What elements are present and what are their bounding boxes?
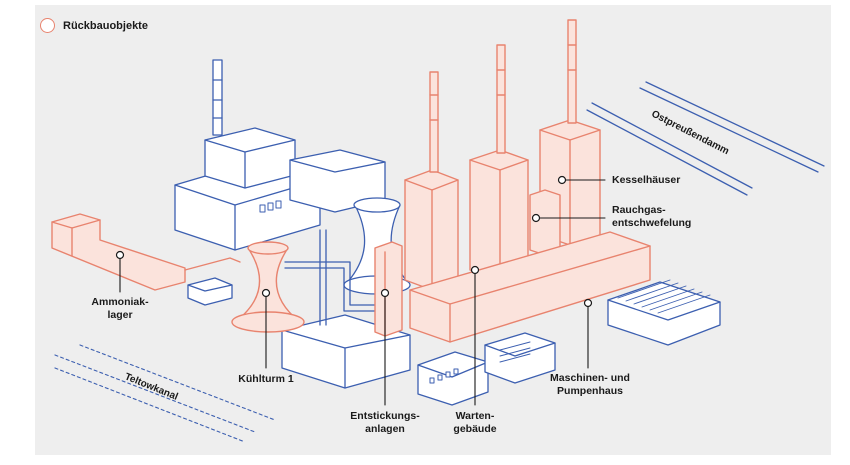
callout-markers	[115, 175, 593, 308]
label-wartengebaeude: Warten- gebäude	[453, 410, 497, 435]
roof-stripes	[617, 279, 711, 314]
red-chimneys	[429, 19, 577, 173]
label-kuehlturm-1: Kühlturm 1	[238, 373, 294, 385]
label-maschinen-pumpenhaus: Maschinen- und Pumpenhaus	[550, 372, 630, 397]
canal-lines-teltowkanal	[54, 344, 276, 443]
blue-chimney	[212, 59, 223, 136]
label-ammoniaklager: Ammoniak- lager	[91, 296, 149, 321]
demolition-objects	[51, 119, 651, 343]
callout-lines	[119, 179, 606, 406]
legend: Rückbauobjekte	[40, 18, 148, 33]
legend-swatch-circle	[40, 18, 55, 33]
remaining-buildings	[174, 127, 721, 406]
window-rows	[259, 200, 531, 384]
label-rauchgasentschwefelung: Rauchgas- entschwefelung	[612, 204, 692, 229]
label-kesselhaeuser: Kesselhäuser	[612, 174, 681, 186]
pipe-bridge	[284, 229, 381, 326]
street-lines-ostpreussendamm	[586, 81, 825, 196]
label-entstickungsanlagen: Entstickungs- anlagen	[350, 410, 420, 435]
legend-label: Rückbauobjekte	[63, 19, 148, 32]
